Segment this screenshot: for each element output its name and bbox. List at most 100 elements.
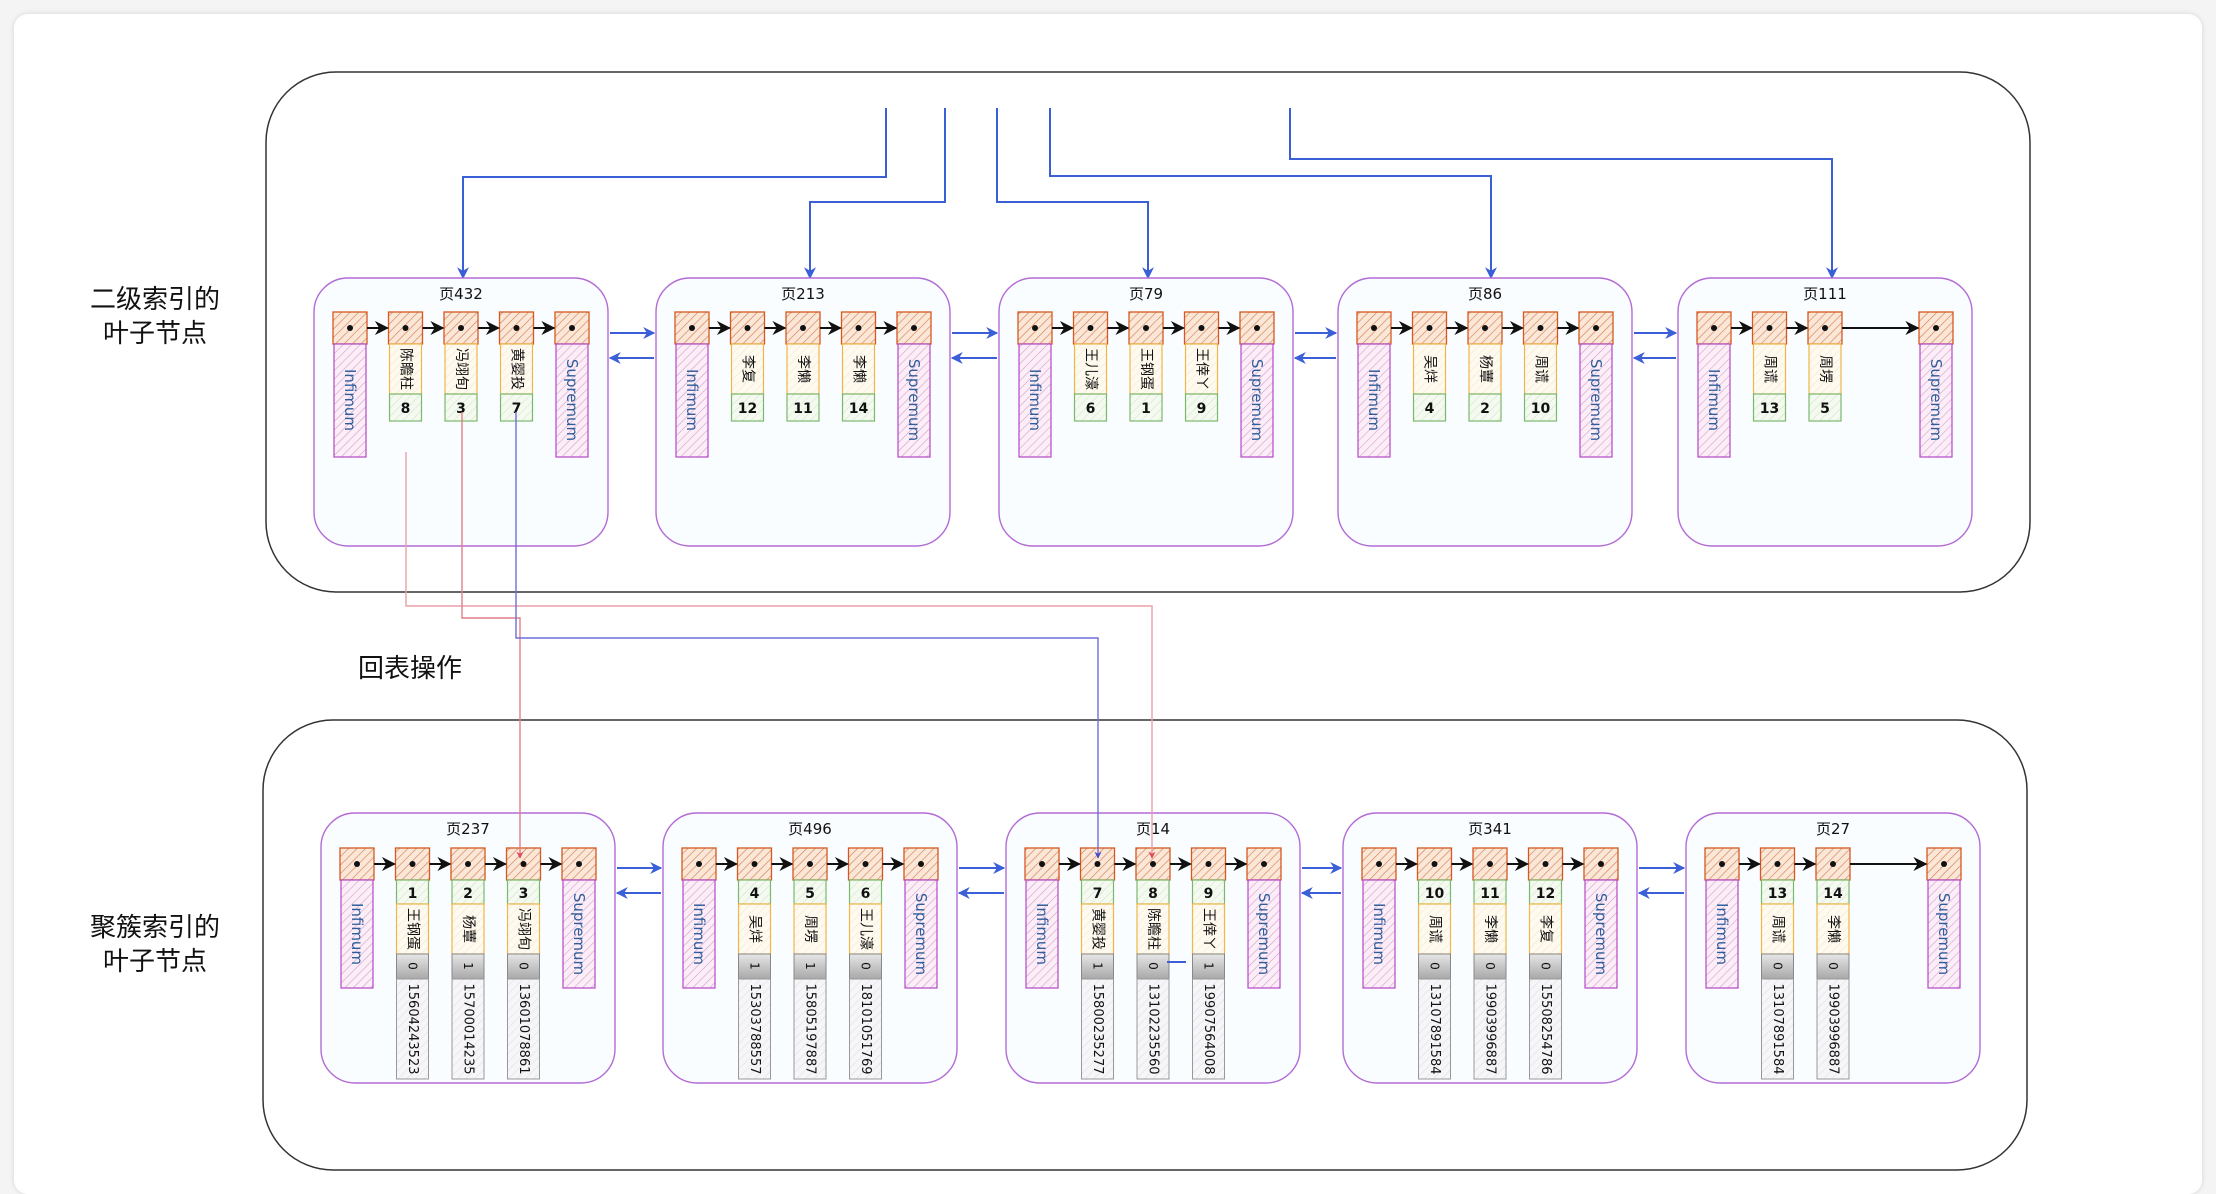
infimum-record xyxy=(1362,879,1396,989)
name-cell xyxy=(444,343,478,395)
record-name: 周塄 xyxy=(802,915,818,943)
phone-cell xyxy=(793,978,827,1080)
supremum-record xyxy=(1579,343,1613,458)
supremum-record xyxy=(1240,343,1274,458)
name-cell xyxy=(848,903,883,955)
name-cell xyxy=(1136,903,1170,955)
record-name: 杨蕈 xyxy=(460,915,476,943)
record-id: 3 xyxy=(519,886,529,902)
record-pointer-dot xyxy=(1598,861,1604,867)
record-name: 周塄 xyxy=(1817,355,1833,383)
id-cell xyxy=(793,879,827,905)
supremum-record xyxy=(562,879,596,989)
name-cell xyxy=(499,343,534,395)
page-title: 页432 xyxy=(439,285,483,303)
record-id: 11 xyxy=(1480,886,1499,902)
record-phone: 15700014235 xyxy=(461,984,476,1075)
phone-cell xyxy=(1136,978,1170,1080)
record-id: 5 xyxy=(1820,401,1830,417)
record-name: 王倖ㄚ xyxy=(1201,908,1217,950)
record-pointer-dot xyxy=(1941,861,1947,867)
id-cell xyxy=(848,879,883,905)
id-cell xyxy=(1760,879,1795,905)
record-pointer-dot xyxy=(513,325,520,331)
record-id: 12 xyxy=(1536,886,1555,902)
id-cell xyxy=(730,393,765,422)
record-pointer-dot xyxy=(458,325,464,331)
infimum-label: Infimum xyxy=(1033,903,1051,965)
record-pointer-dot xyxy=(1933,325,1939,331)
record-pointer-dot xyxy=(1198,325,1205,331)
record-pointer-dot xyxy=(696,861,702,867)
page-title: 页111 xyxy=(1803,285,1847,303)
id-cell xyxy=(1417,879,1452,905)
flag-cell xyxy=(738,953,771,980)
record-pointer-dot xyxy=(1822,325,1828,331)
record-pointer-dot xyxy=(1254,325,1260,331)
name-cell xyxy=(786,343,820,395)
name-cell xyxy=(1528,903,1563,955)
record-id: 3 xyxy=(456,401,466,417)
record-flag: 0 xyxy=(1826,962,1840,970)
record-id: 12 xyxy=(738,401,757,417)
record-pointer-dot xyxy=(751,861,758,867)
record-pointer-dot xyxy=(1261,861,1267,867)
record-pointer-dot xyxy=(1487,861,1493,867)
infimum-label: Infimum xyxy=(341,369,359,431)
supremum-record xyxy=(555,343,589,458)
phone-cell xyxy=(1816,978,1850,1080)
clustered-index-label-line1: 聚簇索引的 xyxy=(90,913,220,943)
record-pointer-dot xyxy=(689,325,695,331)
record-id: 11 xyxy=(793,401,812,417)
supremum-label: Supremum xyxy=(1587,359,1605,441)
name-cell xyxy=(1523,343,1558,395)
name-cell xyxy=(1417,903,1452,955)
flag-cell xyxy=(1816,953,1850,980)
phone-cell xyxy=(1761,978,1794,1080)
supremum-label: Supremum xyxy=(1927,359,1945,441)
record-pointer-dot xyxy=(855,325,862,331)
supremum-label: Supremum xyxy=(563,359,581,441)
name-cell xyxy=(841,343,876,395)
id-cell xyxy=(1412,393,1447,422)
page-title: 页237 xyxy=(446,820,490,838)
id-cell xyxy=(737,879,772,905)
upper-level-pointers xyxy=(457,108,1838,280)
record-id: 8 xyxy=(401,401,411,417)
record-flag: 0 xyxy=(1771,962,1785,970)
record-pointer-dot xyxy=(1774,861,1781,867)
record-flag: 1 xyxy=(461,962,475,970)
infimum-label: Infimum xyxy=(1705,369,1723,431)
record-pointer-dot xyxy=(409,861,416,867)
record-id: 13 xyxy=(1768,886,1787,902)
record-phone: 19903996887 xyxy=(1826,984,1841,1075)
supremum-label: Supremum xyxy=(1248,359,1266,441)
record-pointer-dot xyxy=(911,325,917,331)
supremum-label: Supremum xyxy=(1935,893,1953,975)
record-pointer-dot xyxy=(1143,325,1149,331)
infimum-label: Infimum xyxy=(1713,903,1731,965)
record-id: 13 xyxy=(1760,401,1779,417)
flag-cell xyxy=(1761,953,1794,980)
record-id: 7 xyxy=(1093,886,1103,902)
name-cell xyxy=(1752,343,1787,395)
infimum-record xyxy=(333,343,367,458)
record-flag: 1 xyxy=(1091,962,1105,970)
record-pointer-dot xyxy=(520,861,527,867)
id-cell xyxy=(388,393,423,422)
lookup-line-id7 xyxy=(515,412,1102,859)
